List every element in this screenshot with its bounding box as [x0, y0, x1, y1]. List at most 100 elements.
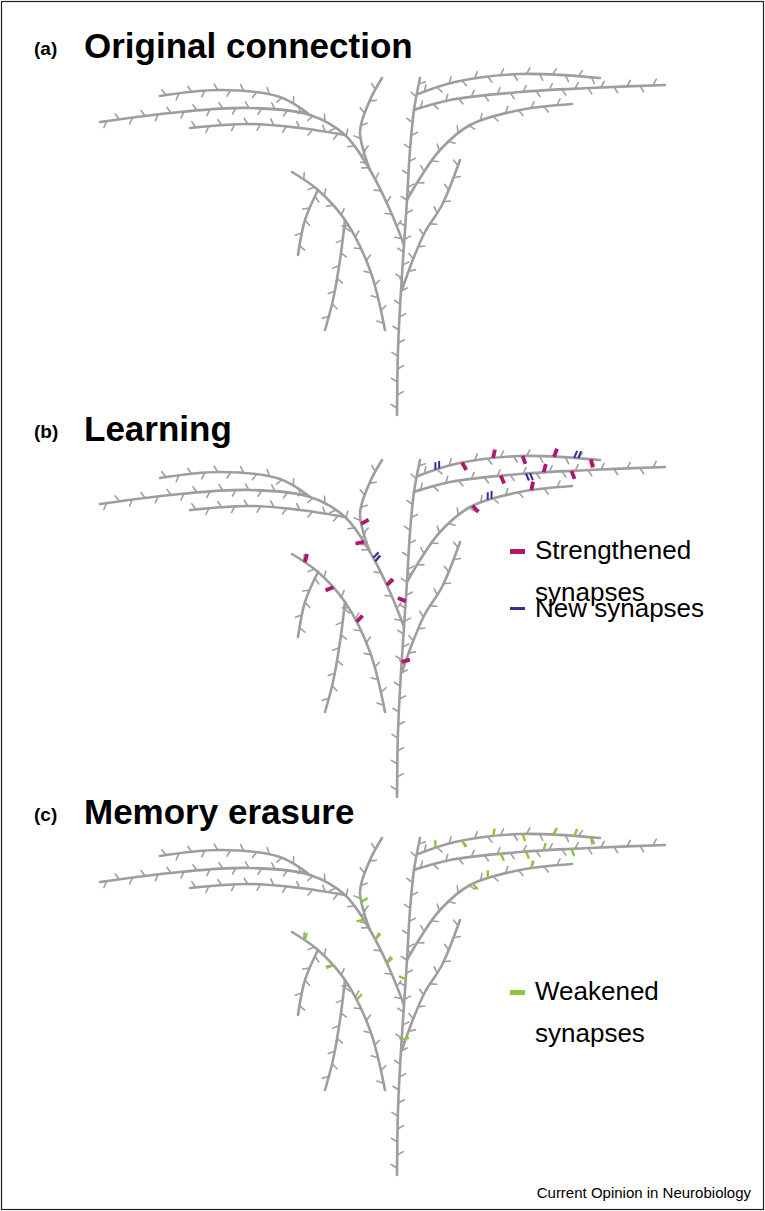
dendritic-spine	[391, 1164, 397, 1168]
dendritic-spine	[640, 468, 644, 474]
dendritic-spine	[454, 920, 458, 925]
dendritic-spine	[336, 1000, 342, 1003]
dendritic-spine	[407, 570, 410, 576]
strengthened-synapse	[398, 598, 406, 601]
dendritic-spine	[562, 471, 566, 477]
dendritic-spine	[627, 462, 630, 468]
panel-title: Original connection	[84, 26, 413, 66]
dendritic-spine	[219, 103, 223, 109]
panel-letter: (a)	[34, 38, 57, 60]
dendritic-spine	[398, 1100, 404, 1103]
dendritic-spine	[372, 844, 375, 850]
strengthened-synapse	[402, 660, 410, 662]
dendritic-spine	[130, 118, 133, 124]
dendritic-spine	[398, 366, 404, 369]
dendritic-spine	[588, 848, 592, 854]
dendritic-spine	[283, 126, 287, 132]
dendritic-spine	[601, 81, 604, 87]
dendritic-spine	[375, 1040, 380, 1045]
dendrite-branch	[190, 506, 345, 517]
dendritic-spine	[417, 564, 424, 566]
weakened-synapse	[472, 884, 477, 889]
dendritic-spine	[408, 184, 414, 187]
measure-path	[402, 160, 460, 290]
dendritic-spine	[374, 571, 381, 573]
dendritic-spine	[330, 128, 336, 131]
dendritic-spine	[192, 882, 196, 888]
dendritic-spine	[404, 904, 410, 908]
dendritic-spine	[501, 451, 504, 457]
dendritic-spine	[232, 506, 235, 512]
dendritic-spine	[371, 678, 378, 680]
dendritic-spine	[397, 1152, 403, 1155]
dendritic-spine	[298, 488, 300, 495]
dendritic-spine	[398, 1008, 404, 1012]
strengthened-synapse	[554, 449, 557, 457]
dendritic-spine	[344, 227, 350, 231]
dendritic-spine	[446, 854, 448, 861]
dendritic-spine	[162, 850, 166, 855]
dendritic-spine	[395, 237, 402, 238]
dendrite-branch	[160, 850, 310, 875]
dendritic-spine	[506, 106, 508, 113]
dendritic-spine	[372, 84, 375, 90]
dendritic-spine	[399, 696, 405, 699]
dendritic-spine	[341, 591, 344, 597]
dendritic-spine	[393, 708, 399, 712]
dendritic-spine	[341, 635, 346, 639]
dendritic-spine	[437, 144, 439, 151]
dendritic-spine	[401, 670, 407, 673]
dendritic-spine	[284, 110, 288, 115]
dendritic-spine	[493, 116, 498, 121]
panel-title: Learning	[84, 409, 232, 449]
dendritic-spine	[453, 177, 460, 178]
weakened-synapse	[571, 849, 574, 856]
dendritic-spine	[397, 774, 403, 777]
new-synapse	[578, 451, 581, 458]
dendritic-spine	[303, 173, 305, 180]
weakened-synapse	[361, 898, 368, 902]
dendritic-spine	[188, 86, 192, 92]
dendritic-spine	[407, 878, 413, 882]
dendritic-spine	[207, 109, 210, 115]
dendrite-branch	[292, 932, 385, 1090]
dendritic-spine	[399, 1074, 405, 1077]
dendritic-spine	[381, 306, 386, 311]
weakened-synapse	[402, 1038, 409, 1040]
dendritic-spine	[272, 863, 275, 869]
weakened-synapse	[399, 976, 406, 979]
dendritic-spine	[315, 578, 319, 584]
strengthened-synapse	[531, 482, 533, 490]
dendritic-spine	[218, 502, 222, 508]
dendritic-spine	[539, 834, 542, 840]
measure-path	[298, 190, 318, 255]
dendritic-spine	[523, 846, 526, 852]
dendritic-spine	[381, 688, 386, 693]
dendritic-spine	[497, 470, 500, 476]
dendritic-spine	[392, 1112, 398, 1116]
new-synapse	[375, 556, 380, 562]
dendritic-spine	[232, 490, 235, 496]
dendritic-spine	[536, 851, 540, 857]
dendritic-spine	[449, 77, 451, 84]
dendrite-branch	[360, 460, 382, 552]
dendritic-spine	[181, 494, 184, 500]
dendritic-spine	[627, 840, 630, 846]
dendritic-spine	[192, 504, 196, 510]
dendritic-spine	[526, 450, 529, 456]
dendritic-spine	[284, 492, 288, 497]
strengthened-synapse	[523, 456, 526, 464]
new-synapse	[574, 451, 577, 458]
dendritic-spine	[417, 942, 424, 944]
measure-path	[325, 220, 345, 330]
dendritic-spine	[181, 112, 184, 118]
dendritic-spine	[448, 901, 455, 903]
dendritic-spine	[181, 872, 184, 878]
dendritic-spine	[141, 110, 145, 115]
dendritic-spine	[202, 473, 205, 479]
dendrite-branch	[402, 160, 460, 290]
dendritic-spine	[406, 970, 412, 973]
dendritic-spine	[510, 93, 514, 99]
dendritic-spine	[454, 160, 458, 165]
dendrite-branch	[160, 472, 310, 497]
